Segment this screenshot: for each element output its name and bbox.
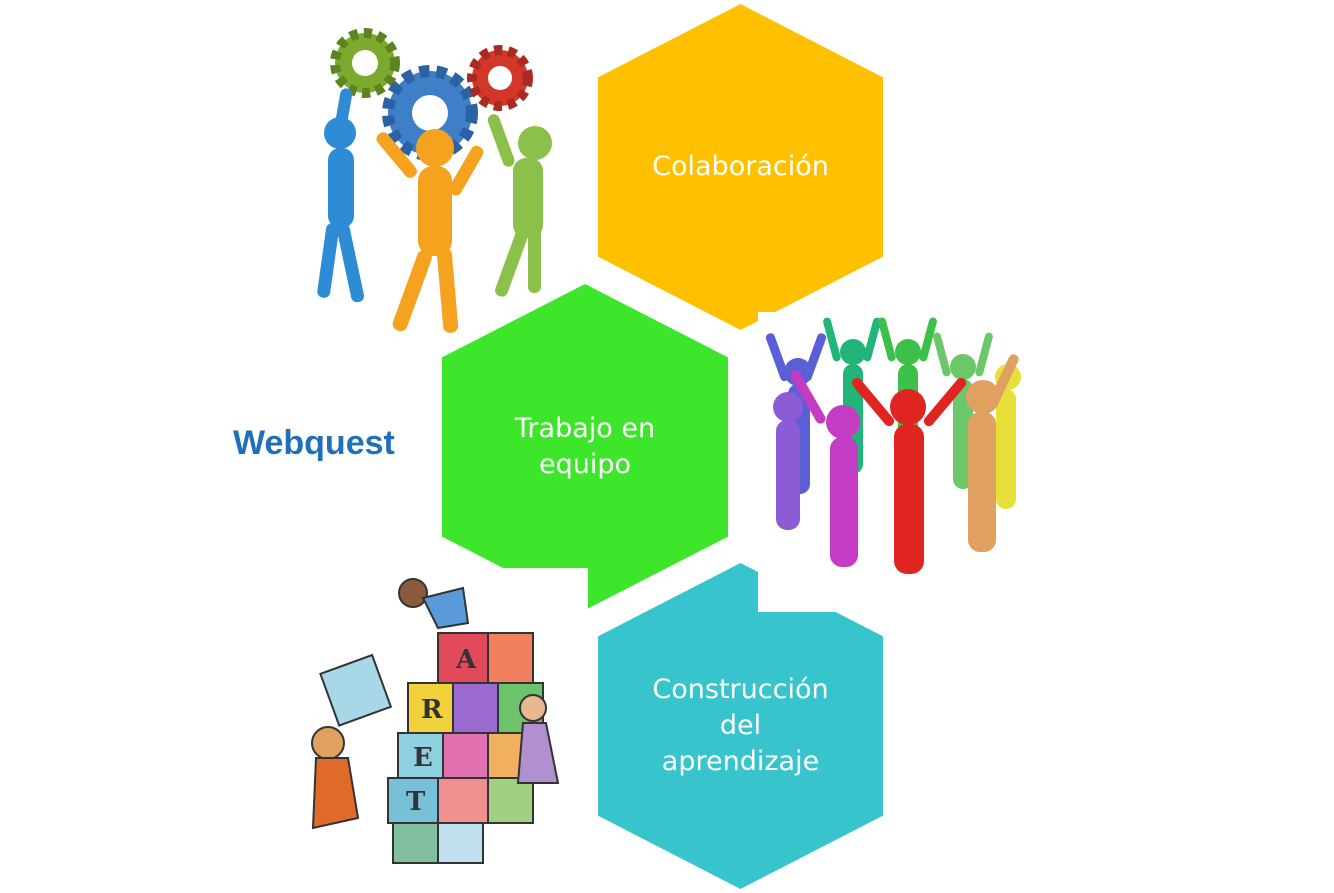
people-group [765, 317, 1021, 574]
hexagon-label: Trabajo en equipo [514, 413, 656, 480]
svg-text:E: E [413, 743, 433, 773]
red-gear-icon [467, 45, 533, 111]
green-gear-icon [330, 28, 400, 98]
hexagon-label: Construcción del aprendizaje [652, 674, 829, 777]
people-circle-illustration [758, 312, 1038, 612]
building-blocks-illustration: A R E T [288, 568, 588, 868]
blue-gear-icon [382, 65, 478, 161]
diagram-title: Webquest [233, 424, 395, 462]
hexagon-construccion-del-aprendizaje: Construcción del aprendizaje [598, 563, 883, 889]
hexagon-trabajo-en-equipo: Trabajo en equipo [442, 284, 728, 610]
svg-text:A: A [455, 645, 477, 675]
hexagon-colaboracion: Colaboración [598, 4, 883, 330]
svg-text:R: R [421, 695, 443, 725]
svg-text:T: T [406, 787, 426, 817]
hexagon-label: Colaboración [652, 151, 829, 182]
gears-people-illustration [317, 28, 552, 333]
